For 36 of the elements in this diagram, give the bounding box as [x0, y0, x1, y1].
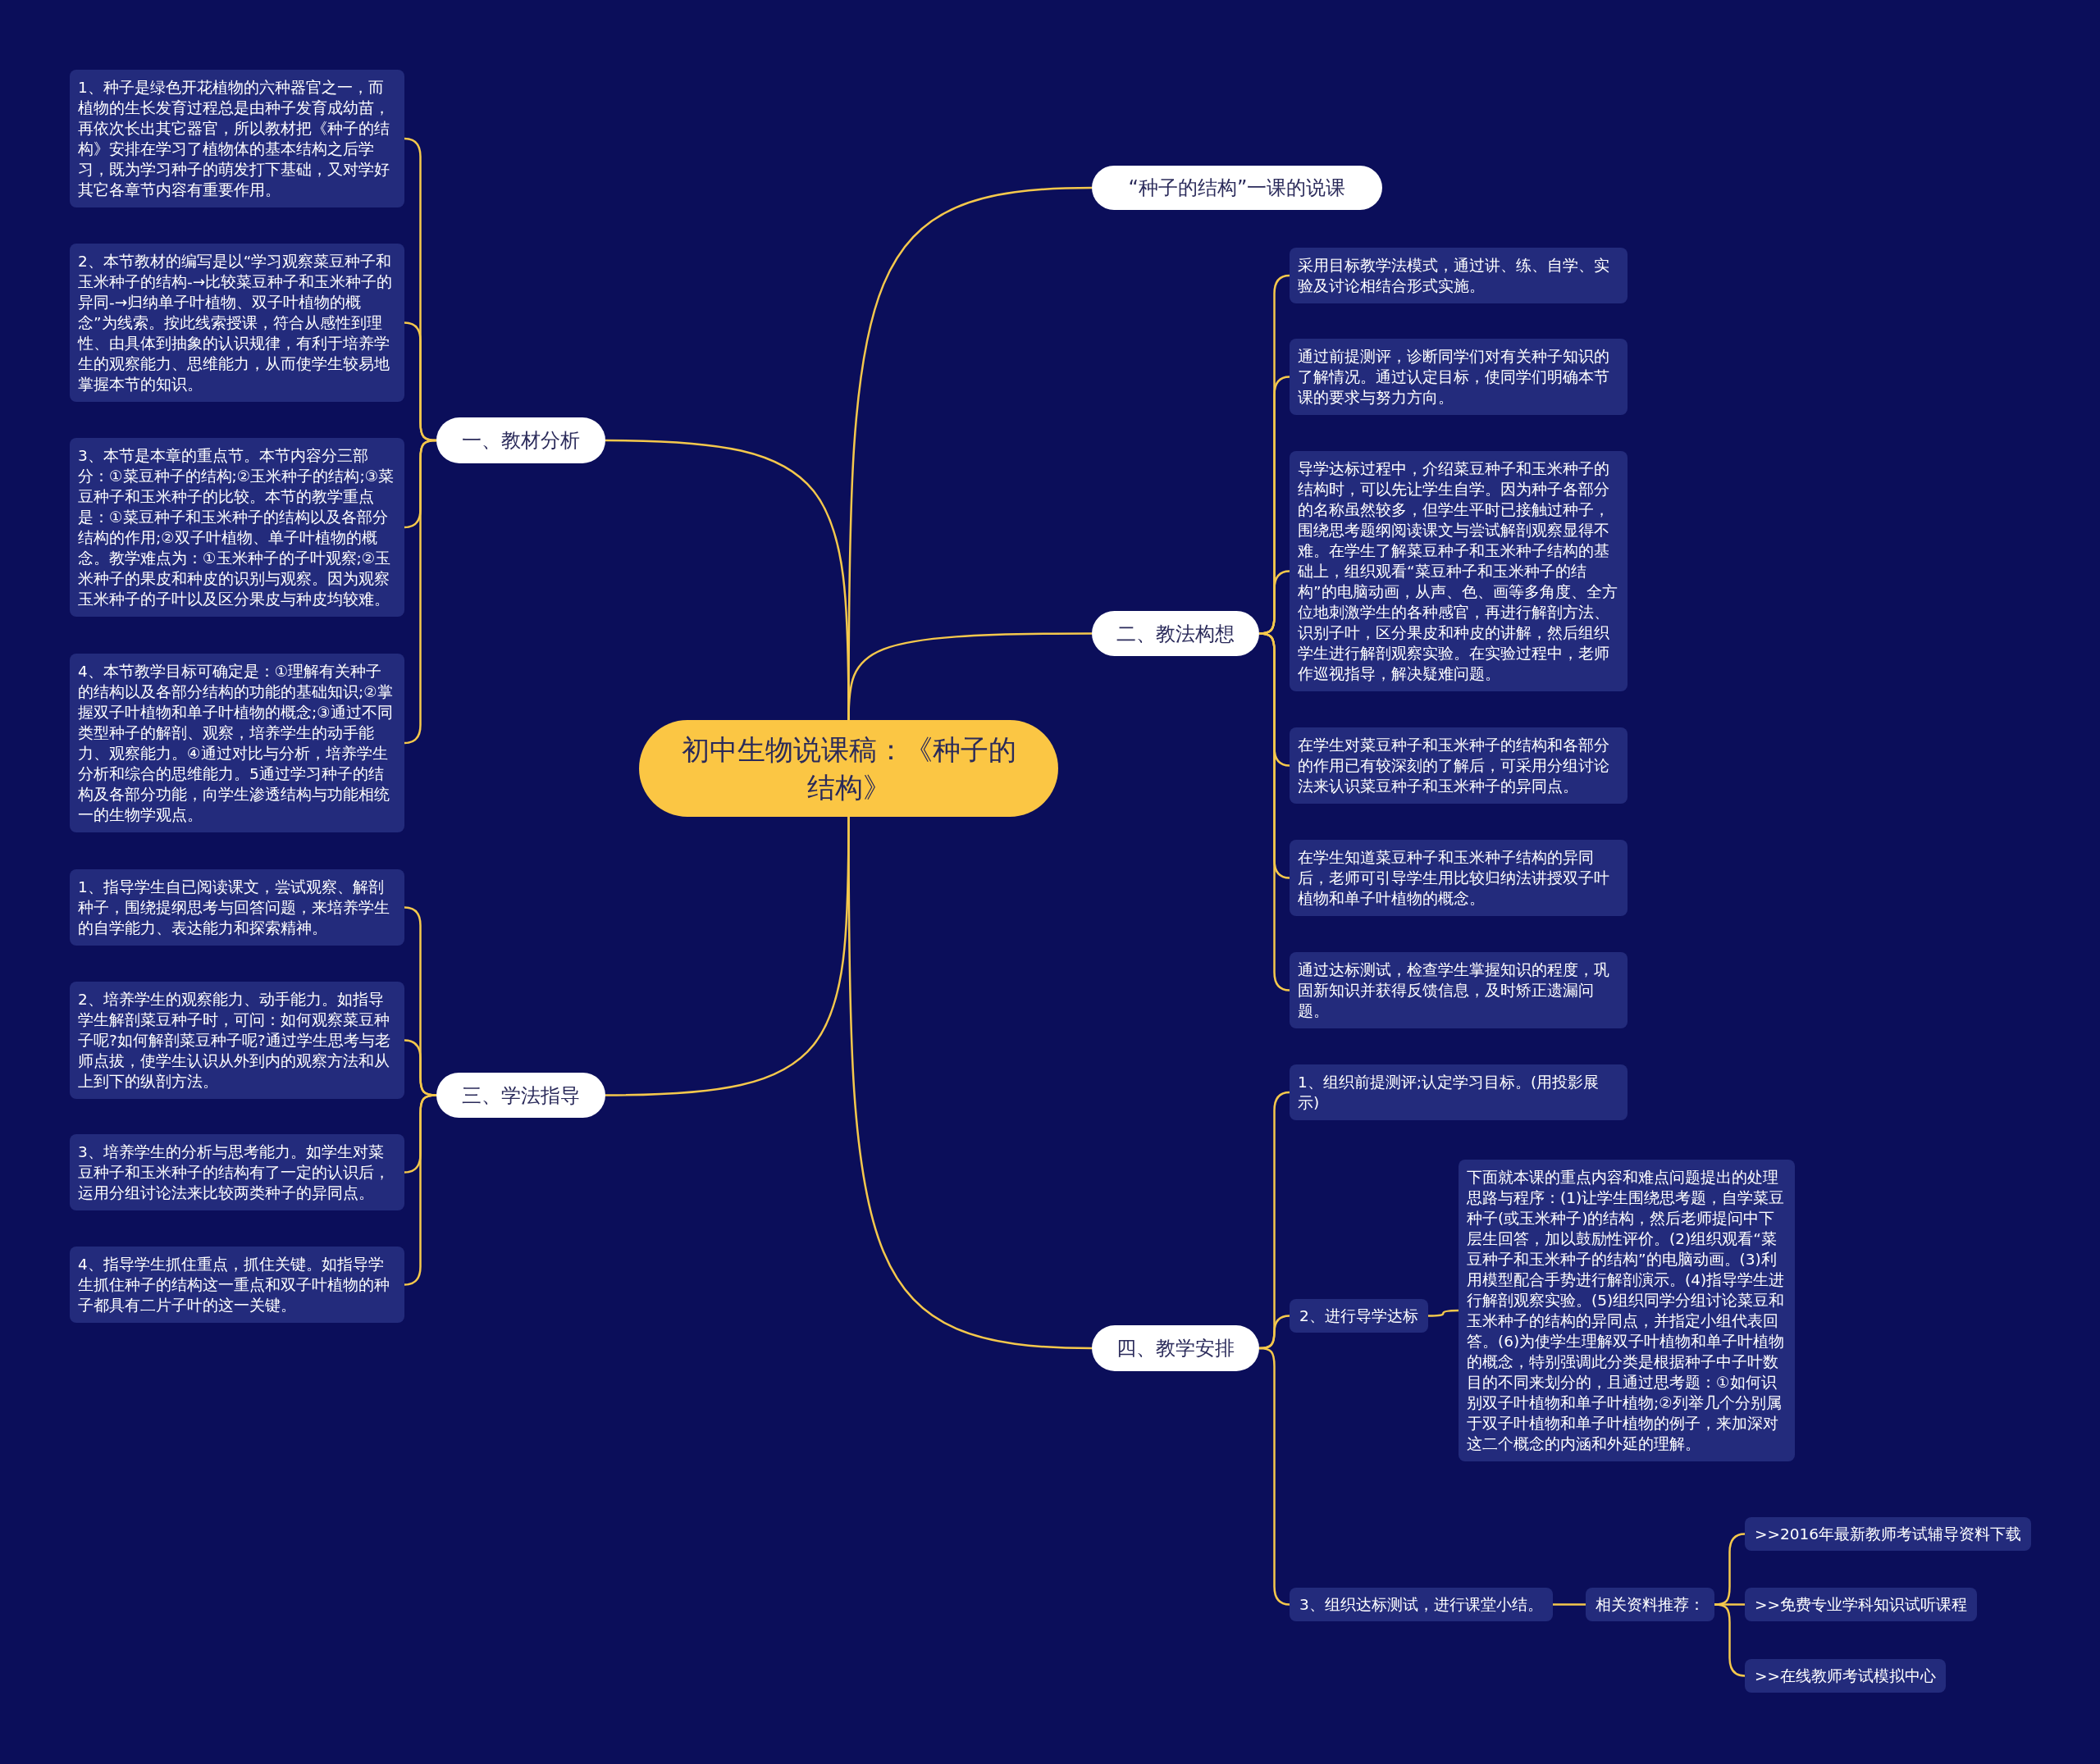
topic-pill: 一、教材分析	[436, 417, 605, 463]
connector-line	[1258, 1347, 1290, 1606]
text-card: 2、培养学生的观察能力、动手能力。如指导学生解剖菜豆种子时，可问：如何观察菜豆种子呢?如何解剖菜豆种子呢?通过学生思考与老师点拔，使学生认识从外到内的观察方法和从上到下的纵剖方法。	[70, 982, 404, 1099]
connector-line	[847, 817, 1093, 1350]
text-card: 1、种子是绿色开花植物的六种器官之一，而植物的生长发育过程总是由种子发育成幼苗，再依次长出其它器官，所以教材把《种子的结构》安排在学习了植物体的基本结构之后学习，既为学习种子的萌发打下基础，又对学好其它各章节内容有重要作用。	[70, 70, 404, 207]
text-card: 1、指导学生自已阅读课文，尝试观察、解剖种子，围绕提纲思考与回答问题，来培养学生的自学能力、表达能力和探索精神。	[70, 869, 404, 946]
text-card: 1、组织前提测评;认定学习目标。(用投影展示)	[1290, 1064, 1628, 1120]
connector-line	[404, 1094, 437, 1286]
topic-pill: 三、学法指导	[436, 1073, 605, 1118]
connector-line	[1552, 1603, 1586, 1606]
central-topic: 初中生物说课稿：《种子的结构》	[639, 720, 1058, 817]
text-card: 4、指导学生抓住重点，抓住关键。如指导学生抓住种子的结构这一重点和双子叶植物的种子都具有二片子叶的这一关键。	[70, 1247, 404, 1323]
topic-pill: “种子的结构”一课的说课	[1092, 166, 1382, 210]
connector-line	[404, 439, 437, 745]
link-card: >>2016年最新教师考试辅导资料下载	[1745, 1517, 2032, 1551]
link-card: >>在线教师考试模拟中心	[1745, 1659, 1946, 1693]
text-card: 3、本节是本章的重点节。本节内容分三部分：①菜豆种子的结构;②玉米种子的结构;③菜豆种子和玉米种子的比较。本节的教学重点是：①菜豆种子和玉米种子的结构以及各部分结构的作用;②双子叶植物、单子叶植物的概念。教学难点为：①玉米种子的子叶观察;②玉米种子的果皮和种皮的识别与观察。因为观察玉米种子的子叶以及区分果皮与种皮均较难。	[70, 438, 404, 617]
topic-pill: 四、教学安排	[1092, 1325, 1259, 1371]
connector-line	[1714, 1603, 1746, 1677]
connector-line	[847, 632, 1092, 721]
text-card: 3、组织达标测试，进行课堂小结。	[1290, 1588, 1553, 1621]
text-card: 导学达标过程中，介绍菜豆种子和玉米种子的结构时，可以先让学生自学。因为种子各部分的名称虽然较多，但学生平时已接触过种子，围绕思考题纲阅读课文与尝试解剖观察显得不难。在学生了解菜豆种子和玉米种子结构的基础上，组织观看“菜豆种子和玉米种子的结构”的电脑动画，从声、色、画等多角度、全方位地刺激学生的各种感官，再进行解剖方法、识别子叶，区分果皮和种皮的讲解，然后组织学生进行解剖观察实验。在实验过程中，老师作巡视指导，解决疑难问题。	[1290, 451, 1628, 691]
text-card: 在学生知道菜豆种子和玉米种子结构的异同后，老师可引导学生用比较归纳法讲授双子叶植物和单子叶植物的概念。	[1290, 840, 1628, 916]
text-card: 2、本节教材的编写是以“学习观察菜豆种子和玉米种子的结构-→比较菜豆种子和玉米种子的异同-→归纳单子叶植物、双子叶植物的概念”为线索。按此线索授课，符合从感性到理性、由具体到抽象的认识规律，有利于培养学生的观察能力、思维能力，从而使学生较易地掌握本节的知识。	[70, 244, 404, 402]
text-card: 在学生对菜豆种子和玉米种子的结构和各部分的作用已有较深刻的了解后，可采用分组讨论法来认识菜豆种子和玉米种子的异同点。	[1290, 727, 1628, 804]
text-card: 3、培养学生的分析与思考能力。如学生对菜豆种子和玉米种子的结构有了一定的认识后，运用分组讨论法来比较两类种子的异同点。	[70, 1134, 404, 1210]
connector-line	[1427, 1309, 1459, 1317]
text-card: 采用目标教学法模式，通过讲、练、自学、实验及讨论相结合形式实施。	[1290, 248, 1628, 303]
text-card: 通过前提测评，诊断同学们对有关种子知识的了解情况。通过认定目标，使同学们明确本节课的要求与努力方向。	[1290, 339, 1628, 415]
text-card: 下面就本课的重点内容和难点问题提出的处理思路与程序：(1)让学生围绕思考题，自学菜豆种子(或玉米种子)的结构，然后老师提问中下层生回答，加以鼓励性评价。(2)组织观看“菜豆种子和玉米种子的结构”的电脑动画。(3)利用模型配合手势进行解剖演示。(4)指导学生进行解剖观察实验。(5)组织同学分组讨论菜豆和玉米种子的结构的异同点，并指定小组代表回答。(6)为使学生理解双子叶植物和单子叶植物的概念，特别强调此分类是根据种子中子叶数目的不同来划分的，且通过思考题：①如何识别双子叶植物和单子叶植物;②列举几个分别属于双子叶植物和单子叶植物的例子，来加深对这二个概念的内涵和外延的理解。	[1459, 1160, 1795, 1461]
text-card: 2、进行导学达标	[1290, 1299, 1428, 1333]
text-card: 4、本节教学目标可确定是：①理解有关种子的结构以及各部分结构的功能的基础知识;②掌握双子叶植物和单子叶植物的概念;③通过不同类型种子的解剖、观察，培养学生的动手能力、观察能力。④通过对比与分析，培养学生分析和综合的思维能力。5通过学习种子的结构及各部分功能，向学生渗透结构与功能相统一的生物学观点。	[70, 654, 404, 832]
text-card: 通过达标测试，检查学生掌握知识的程度，巩固新知识并获得反馈信息，及时矫正遗漏问题。	[1290, 952, 1628, 1028]
topic-pill: 二、教法构想	[1092, 611, 1259, 656]
link-card: >>免费专业学科知识试听课程	[1745, 1588, 1977, 1621]
text-card: 相关资料推荐：	[1586, 1588, 1714, 1621]
